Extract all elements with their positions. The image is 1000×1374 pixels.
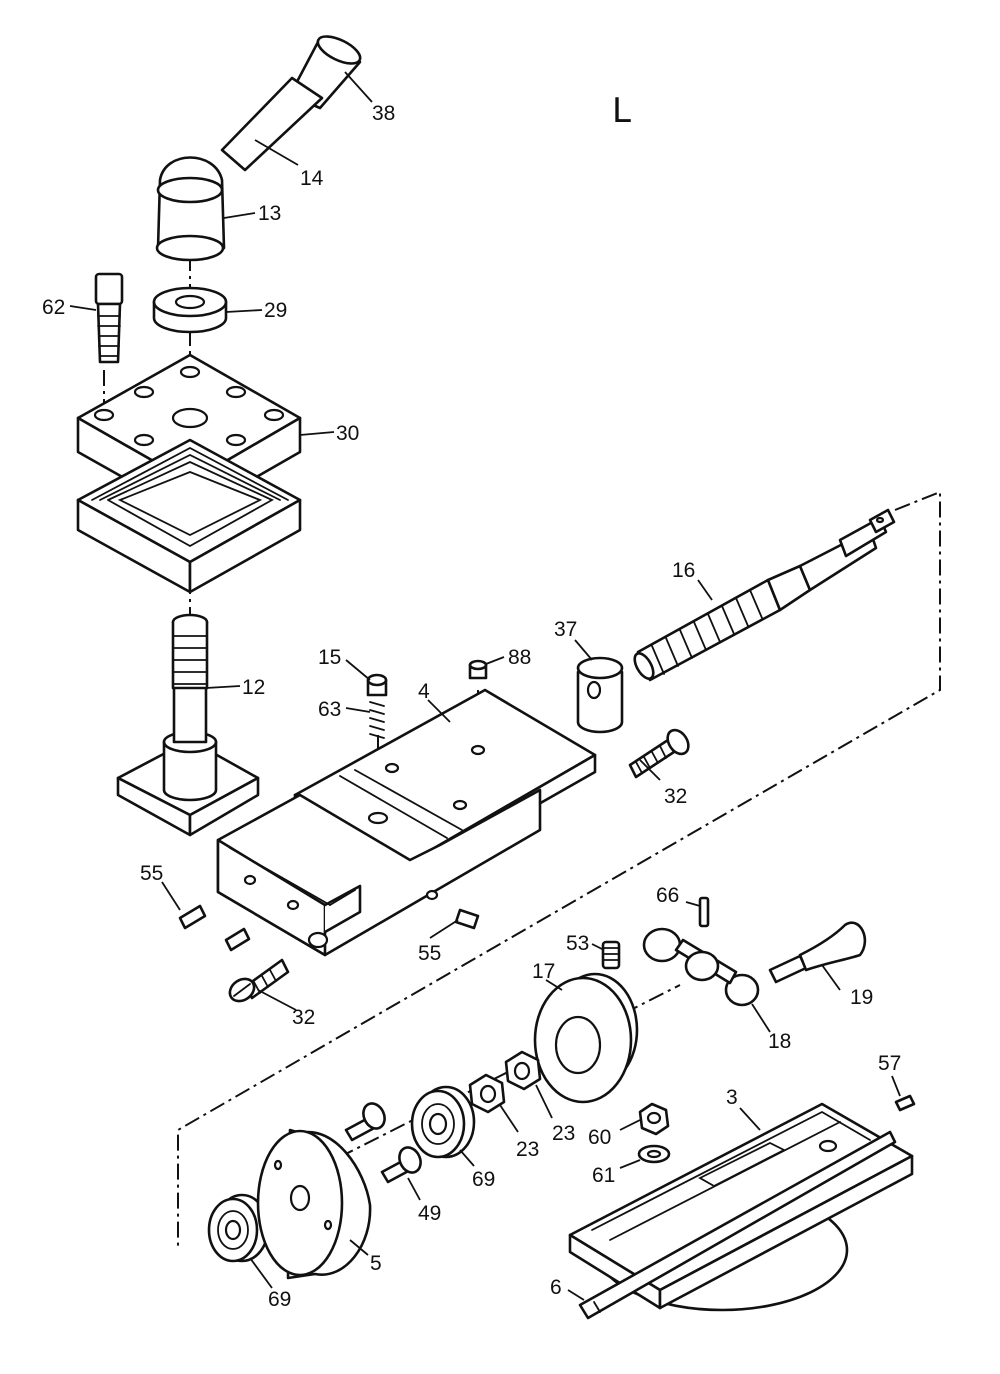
- part-label-5: 5: [370, 1252, 382, 1275]
- tool-post: [76, 353, 302, 594]
- part-label-66: 66: [656, 884, 679, 907]
- part-label-62: 62: [42, 296, 65, 319]
- collar-washer: [152, 286, 228, 334]
- part-label-32-left: 32: [292, 1006, 315, 1029]
- set-screws: [178, 904, 480, 952]
- part-label-19: 19: [850, 986, 873, 1009]
- tool-post-stud: [116, 613, 260, 837]
- top-slide: [216, 688, 597, 957]
- lead-screw-nut: [576, 656, 624, 734]
- part-label-23-right: 23: [552, 1122, 575, 1145]
- part-label-12: 12: [242, 676, 265, 699]
- part-label-3: 3: [726, 1086, 738, 1109]
- part-label-29: 29: [264, 299, 287, 322]
- part-label-63: 63: [318, 698, 341, 721]
- part-label-30: 30: [336, 422, 359, 445]
- thrust-bearing-lower: [207, 1193, 270, 1263]
- part-label-55-right: 55: [418, 942, 441, 965]
- part-label-13: 13: [258, 202, 281, 225]
- part-label-23-left: 23: [516, 1138, 539, 1161]
- part-label-61: 61: [592, 1164, 615, 1187]
- ball-handle: [642, 896, 867, 1007]
- bearing-bracket: [256, 1128, 372, 1280]
- gib-screw-left: [228, 958, 290, 1003]
- part-label-14: 14: [300, 167, 324, 190]
- part-label-6: 6: [550, 1276, 562, 1299]
- lock-nuts: [468, 1050, 542, 1114]
- leader-lines: [69, 71, 901, 1301]
- swivel-slide: [568, 1094, 916, 1320]
- clamping-screw: [94, 272, 124, 364]
- part-label-18: 18: [768, 1030, 791, 1053]
- part-number-labels: L 38 14 13 62 29 30 16 15 88 37 12 63 4 …: [42, 91, 901, 1311]
- part-label-53: 53: [566, 932, 589, 955]
- graduated-dial: [533, 972, 639, 1104]
- bracket-screws: [344, 1102, 422, 1184]
- part-label-32-right: 32: [664, 785, 687, 808]
- part-label-38: 38: [372, 102, 395, 125]
- part-label-60: 60: [588, 1126, 611, 1149]
- part-label-88: 88: [508, 646, 531, 669]
- view-label: L: [612, 91, 631, 131]
- part-label-49: 49: [418, 1202, 441, 1225]
- part-label-57: 57: [878, 1052, 901, 1075]
- part-label-16: 16: [672, 559, 695, 582]
- gib-screw-right: [628, 728, 690, 779]
- part-label-4: 4: [418, 680, 430, 703]
- part-label-37: 37: [554, 618, 577, 641]
- feed-screw: [633, 508, 896, 682]
- thrust-bearing-upper: [410, 1085, 476, 1159]
- nut-and-washer: [637, 1102, 671, 1164]
- part-label-55-left: 55: [140, 862, 163, 885]
- locking-screw: [601, 940, 621, 970]
- part-label-69-lower: 69: [268, 1288, 291, 1311]
- index-pin-and-spring: [366, 659, 488, 739]
- part-label-15: 15: [318, 646, 341, 669]
- part-label-69-upper: 69: [472, 1168, 495, 1191]
- part-label-17: 17: [532, 960, 555, 983]
- clamping-lever-assembly: [155, 35, 362, 262]
